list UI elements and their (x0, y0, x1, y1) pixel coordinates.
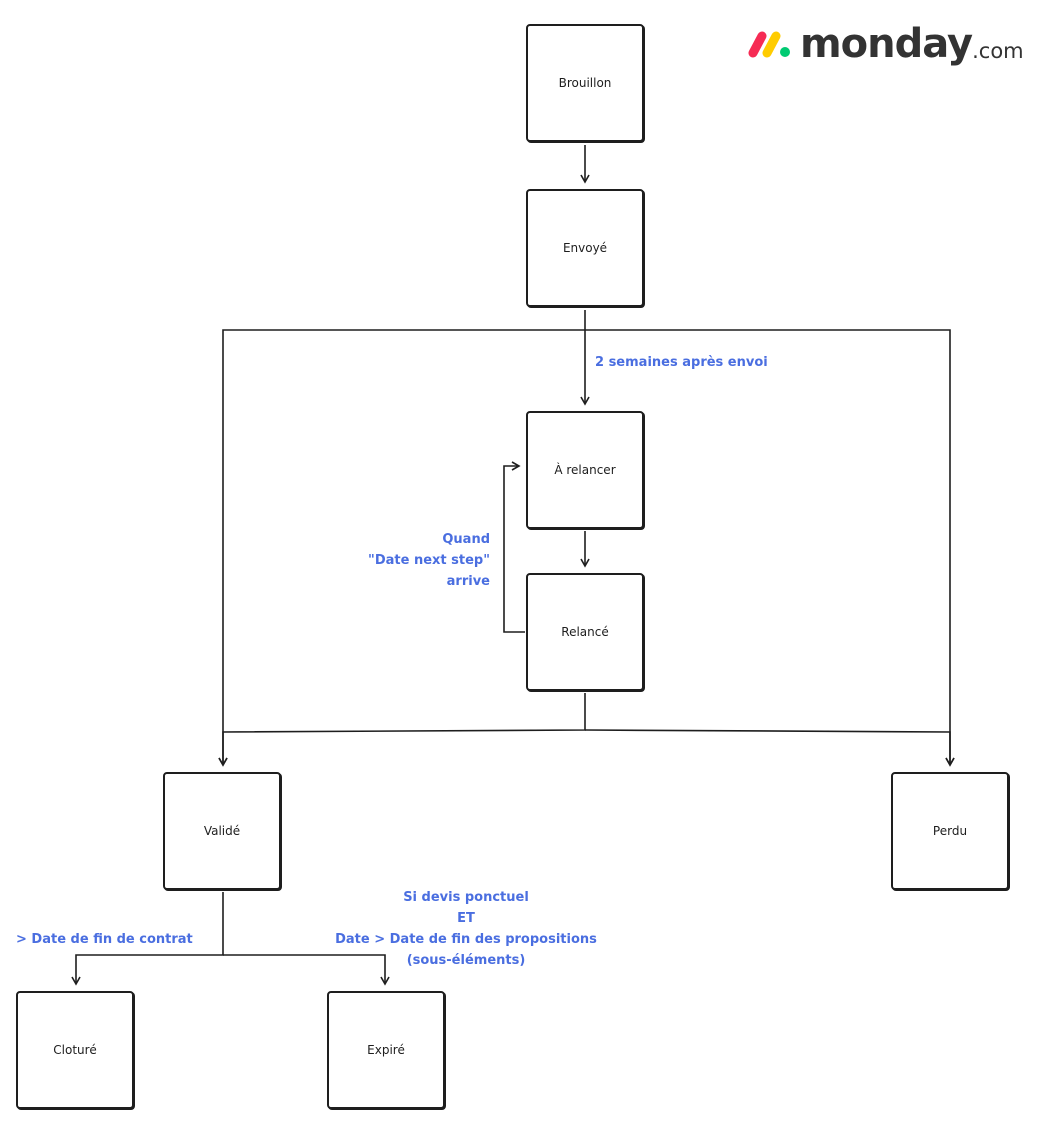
annotation-loop-line: Quand (442, 532, 490, 547)
annotation-loop-line: arrive (446, 574, 490, 589)
annotation-loop-line: "Date next step" (368, 553, 490, 568)
annotation-loop: Quand "Date next step" arrive (340, 529, 490, 592)
monday-logo: monday .com (748, 20, 1024, 68)
arrow-envoye-valide (218, 329, 585, 767)
node-envoye[interactable]: Envoyé (526, 189, 644, 307)
node-expire[interactable]: Expiré (327, 991, 445, 1109)
node-cloture[interactable]: Cloturé (16, 991, 134, 1109)
arrow-valide-expire (223, 954, 390, 986)
annotation-expire-line: ET (457, 911, 475, 926)
annotation-end-contract: > Date de fin de contrat (16, 932, 193, 947)
arrow-envoye-perdu (585, 329, 955, 767)
node-a-relancer[interactable]: À relancer (526, 411, 644, 529)
logo-wordmark: monday (800, 21, 973, 67)
annotation-after-send: 2 semaines après envoi (595, 355, 768, 370)
node-perdu[interactable]: Perdu (891, 772, 1009, 890)
monday-logo-icon (748, 31, 790, 58)
arrow-valide-cloture (71, 892, 224, 986)
node-brouillon[interactable]: Brouillon (526, 24, 644, 142)
arrow-relance-valide (218, 693, 586, 767)
arrow-relance-loop (503, 461, 525, 633)
node-relance[interactable]: Relancé (526, 573, 644, 691)
logo-tld: .com (972, 39, 1024, 63)
annotation-expire-line: Si devis ponctuel (403, 890, 529, 905)
annotation-expire-condition: Si devis ponctuel ET Date > Date de fin … (316, 887, 616, 971)
arrow-relance-perdu (584, 729, 955, 767)
node-valide[interactable]: Validé (163, 772, 281, 890)
annotation-expire-line: Date > Date de fin des propositions (335, 932, 597, 947)
annotation-expire-line: (sous-éléments) (406, 953, 526, 968)
